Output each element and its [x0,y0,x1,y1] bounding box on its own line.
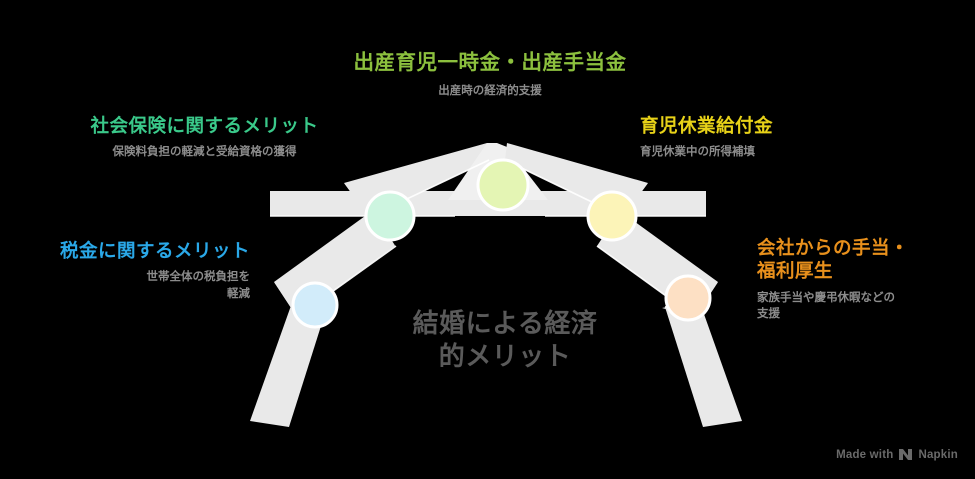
arch-segment-left-outer [250,300,327,427]
watermark-brand: Napkin [918,448,958,461]
label-block-childcare: 育児休業給付金 育児休業中の所得補填 [640,114,890,161]
napkin-watermark: Made with Napkin [836,448,958,461]
label-subtitle-company: 家族手当や慶弔休暇などの 支援 [757,291,895,321]
label-block-company: 会社からの手当・ 福利厚生 家族手当や慶弔休暇などの 支援 [757,236,967,323]
label-subtitle-birth: 出産時の経済的支援 [438,84,542,97]
label-title-company: 会社からの手当・ 福利厚生 [757,237,910,282]
label-subtitle-insurance: 保険料負担の軽減と受給資格の獲得 [112,146,297,159]
center-title: 結婚による経済 的メリット [412,308,598,372]
watermark-prefix: Made with [836,448,894,461]
napkin-logo-icon [899,449,913,460]
label-subtitle-childcare: 育児休業中の所得補填 [640,146,755,159]
label-title-birth: 出産育児一時金・出産手当金 [353,51,627,74]
label-title-childcare: 育児休業給付金 [640,115,774,136]
node-circle-insurance[interactable] [364,190,416,242]
label-subtitle-tax: 世帯全体の税負担を 軽減 [146,271,251,300]
node-circle-tax[interactable] [291,281,339,329]
label-block-insurance: 社会保険に関するメリット 保険料負担の軽減と受給資格の獲得 [62,114,347,161]
node-circle-childcare[interactable] [586,190,638,242]
node-circle-birth[interactable] [476,158,530,212]
arch-segment-right-outer [665,300,742,427]
label-block-birth: 出産育児一時金・出産手当金 出産時の経済的支援 [350,50,630,100]
label-title-insurance: 社会保険に関するメリット [90,115,319,136]
node-circle-company[interactable] [664,274,712,322]
label-block-tax: 税金に関するメリット 世帯全体の税負担を 軽減 [22,239,250,303]
label-title-tax: 税金に関するメリット [59,240,250,261]
